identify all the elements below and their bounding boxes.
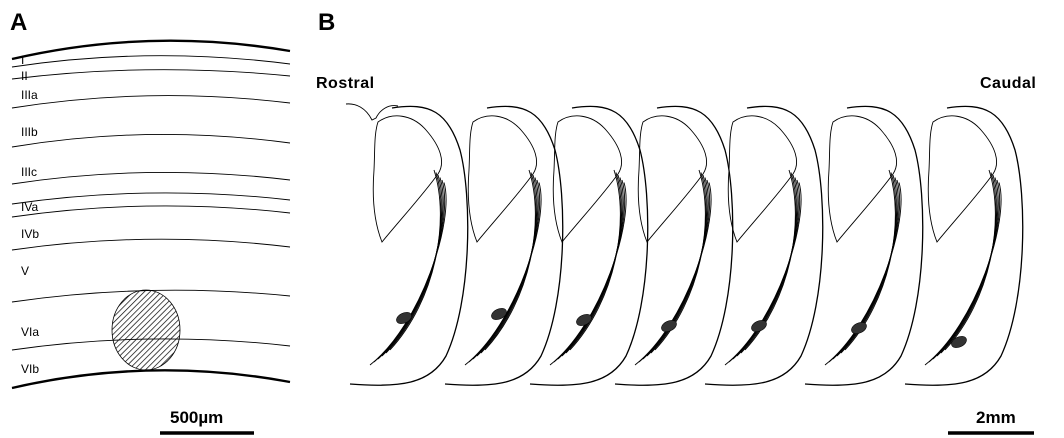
panel-a: A I II IIIa IIIb IIIc IVa IVb V VIa VIb … — [10, 9, 290, 433]
section-1 — [350, 106, 468, 385]
layer-label-via: VIa — [21, 325, 39, 339]
caudal-label: Caudal — [980, 75, 1036, 92]
section-2-lamina-2 — [481, 173, 536, 354]
section-1-lamina-1 — [390, 170, 440, 350]
boundary-iiic-iva — [12, 172, 290, 184]
coronal-sections — [350, 106, 1023, 385]
layer-label-ii: II — [21, 69, 28, 83]
layer-label-iiia: IIIa — [21, 88, 38, 102]
section-1-inner-outline — [373, 116, 441, 242]
rostral-label: Rostral — [316, 75, 375, 92]
section-1-lamina-6 — [370, 183, 446, 366]
section-2-lamina-5 — [469, 180, 540, 362]
section-1-outer-contour — [350, 106, 468, 385]
panel-b-letter: B — [318, 9, 335, 36]
section-5 — [705, 106, 823, 385]
boundary-ii-iiia — [12, 70, 290, 79]
section-4-lamina-6 — [635, 183, 711, 366]
layer-label-iiib: IIIb — [21, 125, 38, 139]
section-4-inner-outline — [638, 116, 706, 242]
layer-label-iva: IVa — [21, 200, 38, 214]
section-3 — [530, 106, 648, 385]
section-3-inner-outline — [553, 116, 621, 242]
layer-label-i: I — [21, 53, 24, 67]
section-6-inner-outline — [828, 116, 896, 242]
section-1-notch — [346, 104, 398, 120]
section-5-lamina-6 — [725, 183, 801, 366]
white-matter-boundary — [12, 370, 290, 388]
boundary-iiia-iiib — [12, 96, 290, 108]
section-5-lamina-1 — [745, 170, 795, 350]
section-3-outer-contour — [530, 106, 648, 385]
pial-surface — [12, 41, 290, 59]
section-7-lamina-5 — [929, 180, 1000, 362]
section-7-lamina-1 — [945, 170, 995, 350]
boundary-i-ii — [12, 56, 290, 67]
section-4-lamina-2 — [651, 173, 706, 354]
section-6-lamina-5 — [829, 180, 900, 362]
section-1-lamina-2 — [386, 173, 441, 354]
section-5-lamina-5 — [729, 180, 800, 362]
panel-b: B Rostral Caudal 2mm — [316, 9, 1036, 433]
section-4-outer-contour — [615, 106, 733, 385]
layer-label-ivb: IVb — [21, 227, 39, 241]
section-3-lamina-2 — [566, 173, 621, 354]
boundary-iiib-iiic — [12, 134, 290, 147]
boundary-iva-upper — [12, 193, 290, 204]
scale-bar-a-label: 500µm — [170, 408, 223, 427]
layer-label-vib: VIb — [21, 362, 39, 376]
layer-label-iiic: IIIc — [21, 165, 37, 179]
section-6-lamina-6 — [825, 183, 901, 366]
layer-label-v: V — [21, 264, 29, 278]
section-5-inner-outline — [728, 116, 796, 242]
boundary-ivb-v — [12, 239, 290, 250]
section-7-lamina-2 — [941, 173, 996, 354]
section-2-lamina-1 — [485, 170, 535, 350]
section-6-lamina-1 — [845, 170, 895, 350]
section-6-lamina-2 — [841, 173, 896, 354]
section-3-lamina-5 — [554, 180, 625, 362]
injection-site — [112, 290, 180, 370]
section-1-lamina-5 — [374, 180, 445, 362]
section-4-lamina-5 — [639, 180, 710, 362]
panel-a-letter: A — [10, 9, 27, 36]
section-2-outer-contour — [445, 106, 563, 385]
section-7-inner-outline — [928, 116, 996, 242]
section-2 — [445, 106, 563, 385]
scale-bar-b-label: 2mm — [976, 408, 1016, 427]
section-3-lamina-6 — [550, 183, 626, 366]
section-4 — [615, 106, 733, 385]
section-5-outer-contour — [705, 106, 823, 385]
section-4-lamina-1 — [655, 170, 705, 350]
boundary-iva-ivb — [12, 206, 290, 217]
section-5-lamina-2 — [741, 173, 796, 354]
section-2-inner-outline — [468, 116, 536, 242]
section-2-lamina-6 — [465, 183, 541, 366]
